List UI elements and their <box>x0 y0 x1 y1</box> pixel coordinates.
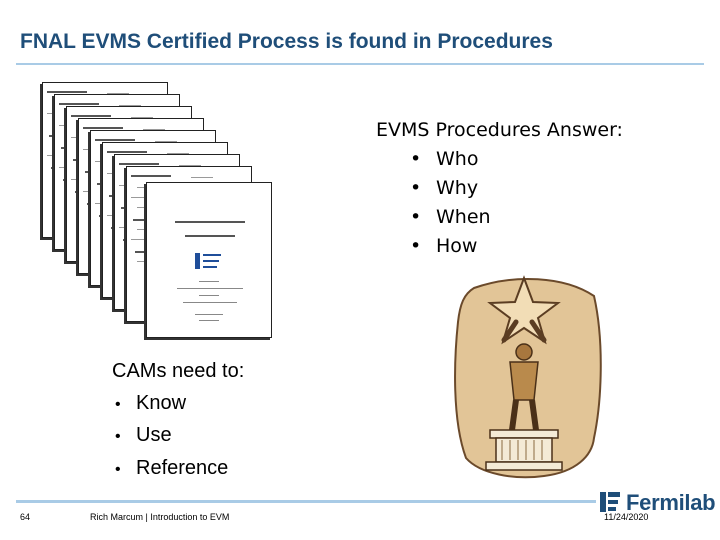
answer-item-why: Why <box>410 174 623 203</box>
trophy-figure-star-clipart <box>444 270 606 480</box>
cams-item-use: Use <box>115 420 244 453</box>
document-text-line <box>119 105 141 106</box>
slide-title: FNAL EVMS Certified Process is found in … <box>20 30 553 53</box>
document-text-line <box>143 129 165 130</box>
fermilab-logo-text: Fermilab <box>626 490 716 515</box>
cams-heading: CAMs need to: <box>112 360 245 382</box>
title-divider <box>16 63 704 65</box>
procedure-cover-page <box>146 182 272 338</box>
answer-item-when: When <box>410 203 623 232</box>
answer-list: Who Why When How <box>376 145 623 261</box>
document-text-line <box>71 115 111 117</box>
cams-list: Know Use Reference <box>112 388 244 486</box>
cams-item-know: Know <box>115 388 244 421</box>
document-text-line <box>95 139 135 141</box>
fermilab-logo-icon <box>600 492 620 512</box>
cams-item-reference: Reference <box>115 453 244 486</box>
answer-item-how: How <box>410 232 623 261</box>
document-text-line <box>47 91 87 93</box>
page-number: 64 <box>20 512 31 522</box>
footer-divider <box>16 500 596 503</box>
document-text-line <box>167 153 189 154</box>
evms-answer-block: EVMS Procedures Answer: Who Why When How <box>376 116 623 261</box>
answer-heading: EVMS Procedures Answer: <box>376 119 623 141</box>
cams-block: CAMs need to: Know Use Reference <box>112 356 244 485</box>
document-text-line <box>107 151 147 153</box>
document-text-line <box>191 177 213 178</box>
document-text-line <box>107 93 129 94</box>
document-text-line <box>155 141 177 142</box>
slide-date: 11/24/2020 <box>604 512 649 522</box>
document-text-line <box>119 163 159 165</box>
answer-item-who: Who <box>410 145 623 174</box>
document-text-line <box>131 117 153 118</box>
presenter-label: Rich Marcum | Introduction to EVM <box>90 512 230 522</box>
document-text-line <box>59 103 99 105</box>
document-text-line <box>83 127 123 129</box>
document-text-line <box>131 175 171 177</box>
document-text-line <box>179 165 201 166</box>
